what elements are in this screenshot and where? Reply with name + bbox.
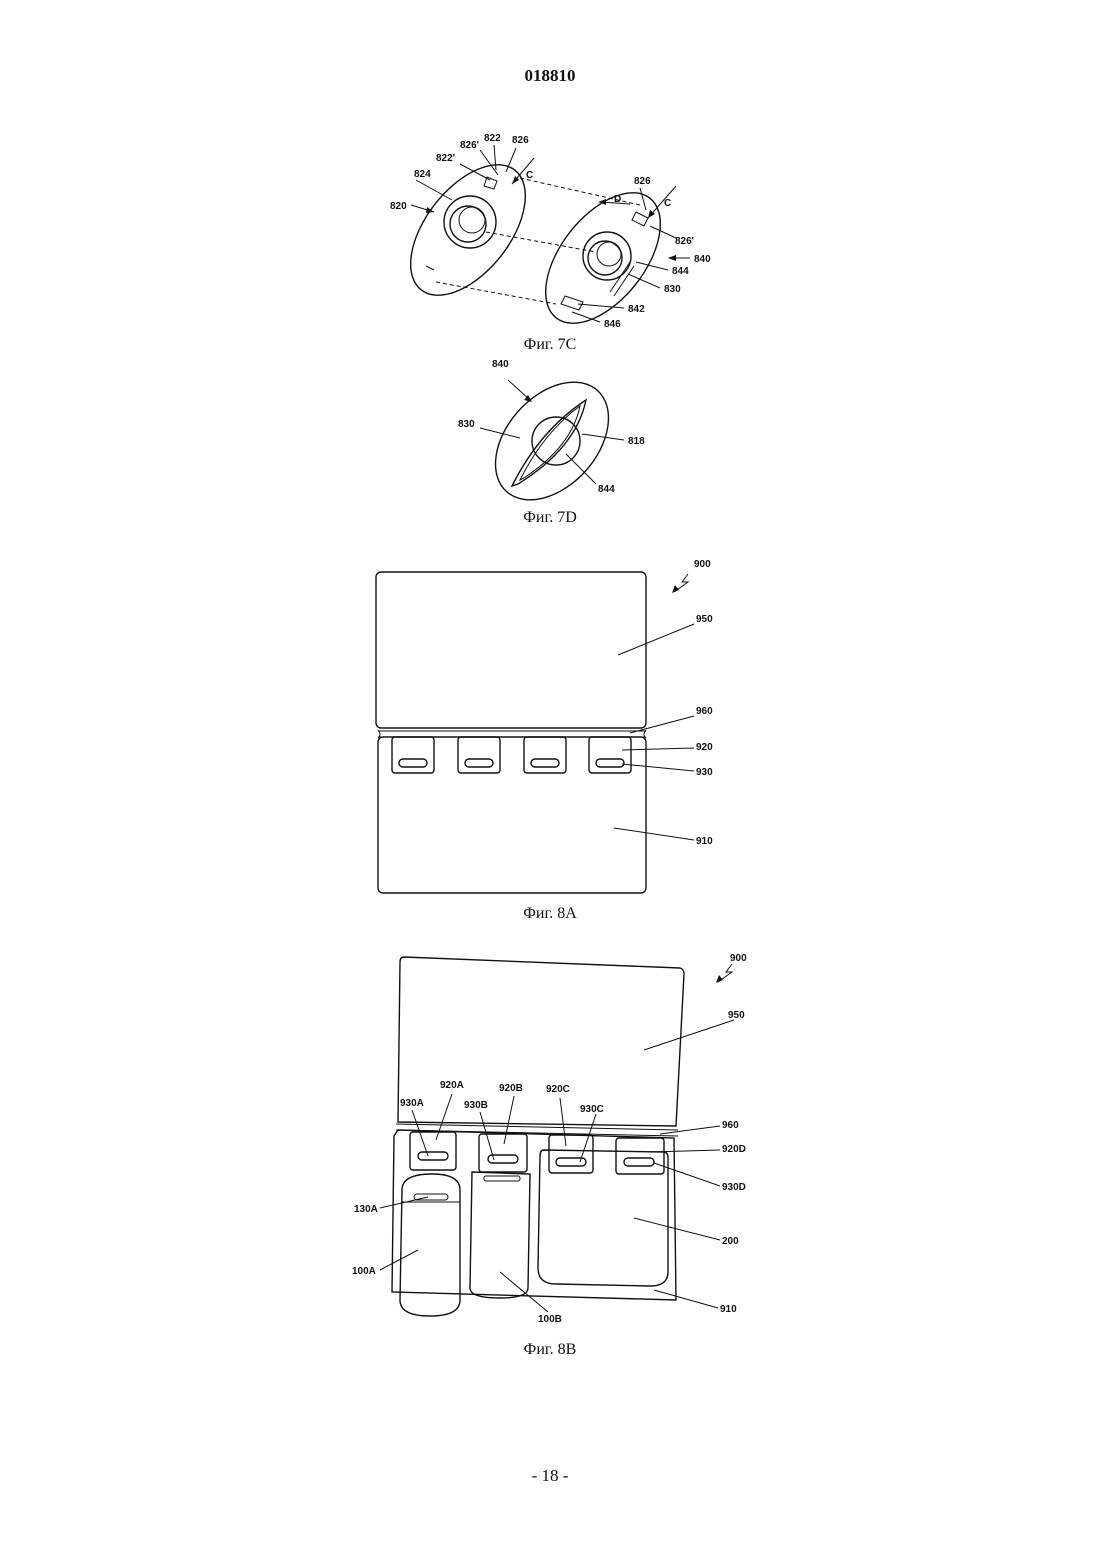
- ref-900-8b: 900: [730, 953, 747, 964]
- tray-910: [378, 737, 646, 893]
- ref-818-7d: 818: [628, 436, 645, 447]
- ref-840-7d: 840: [492, 359, 509, 370]
- capsule-840: [523, 172, 683, 343]
- ref-830-7d: 830: [458, 419, 475, 430]
- ref-844: 844: [672, 266, 689, 277]
- ref-200: 200: [722, 1236, 739, 1247]
- ref-950-8a: 950: [696, 614, 713, 625]
- ref-130a: 130A: [354, 1204, 378, 1215]
- ref-826-prime-right: 826': [675, 236, 694, 247]
- ref-930b: 930B: [464, 1100, 488, 1111]
- ref-920c: 920C: [546, 1084, 570, 1095]
- caption-fig-7c: Фиг. 7C: [524, 336, 577, 353]
- ref-950-8b: 950: [728, 1010, 745, 1021]
- ref-900-8a: 900: [694, 559, 711, 570]
- ref-930d: 930D: [722, 1182, 746, 1193]
- ref-930a: 930A: [400, 1098, 424, 1109]
- ref-822-prime: 822': [436, 153, 455, 164]
- figure-8a: 900 950 960 920 930 910 Фиг. 8A: [376, 559, 713, 922]
- ref-920a: 920A: [440, 1080, 464, 1091]
- ref-960-8a: 960: [696, 706, 713, 717]
- figure-7d: 840 830 818 844 Фиг. 7D: [458, 359, 645, 526]
- container-100a: [400, 1174, 460, 1316]
- lid-950: [376, 572, 646, 728]
- ref-d: D: [614, 194, 621, 205]
- ref-824: 824: [414, 169, 431, 180]
- container-200: [538, 1150, 668, 1286]
- ref-844-7d: 844: [598, 484, 615, 495]
- ref-826: 826: [512, 135, 529, 146]
- ref-910-8a: 910: [696, 836, 713, 847]
- ref-826-right: 826: [634, 176, 651, 187]
- figure-8b: 900 950 920A 920B 920C 930A 930B 930C 96…: [352, 953, 747, 1358]
- ref-100a: 100A: [352, 1266, 376, 1277]
- ref-920-8a: 920: [696, 742, 713, 753]
- caption-fig-8a: Фиг. 8A: [523, 905, 577, 922]
- caption-fig-8b: Фиг. 8B: [524, 1341, 577, 1358]
- container-100b: [470, 1172, 530, 1298]
- ref-920b: 920B: [499, 1083, 523, 1094]
- lid-950-8b: [398, 957, 684, 1126]
- page-footer: - 18 -: [0, 1466, 1100, 1486]
- ref-960-8b: 960: [722, 1120, 739, 1131]
- ref-842: 842: [628, 304, 645, 315]
- ref-820: 820: [390, 201, 407, 212]
- ref-c-right: C: [664, 198, 671, 209]
- ref-930c: 930C: [580, 1104, 604, 1115]
- ref-c: C: [526, 170, 533, 181]
- tabs-920: [392, 737, 631, 773]
- ref-826-prime: 826': [460, 140, 479, 151]
- ref-910-8b: 910: [720, 1304, 737, 1315]
- tray-910-8b: [392, 1130, 676, 1300]
- ref-840: 840: [694, 254, 711, 265]
- figure-7c: 820 824 822' 826' 822 826 C 826 D C 826'…: [388, 133, 711, 353]
- ref-930-8a: 930: [696, 767, 713, 778]
- caption-fig-7d: Фиг. 7D: [523, 509, 577, 526]
- ref-830: 830: [664, 284, 681, 295]
- ref-920d: 920D: [722, 1144, 746, 1155]
- ref-100b: 100B: [538, 1314, 562, 1325]
- ref-822: 822: [484, 133, 501, 144]
- ref-846: 846: [604, 319, 621, 330]
